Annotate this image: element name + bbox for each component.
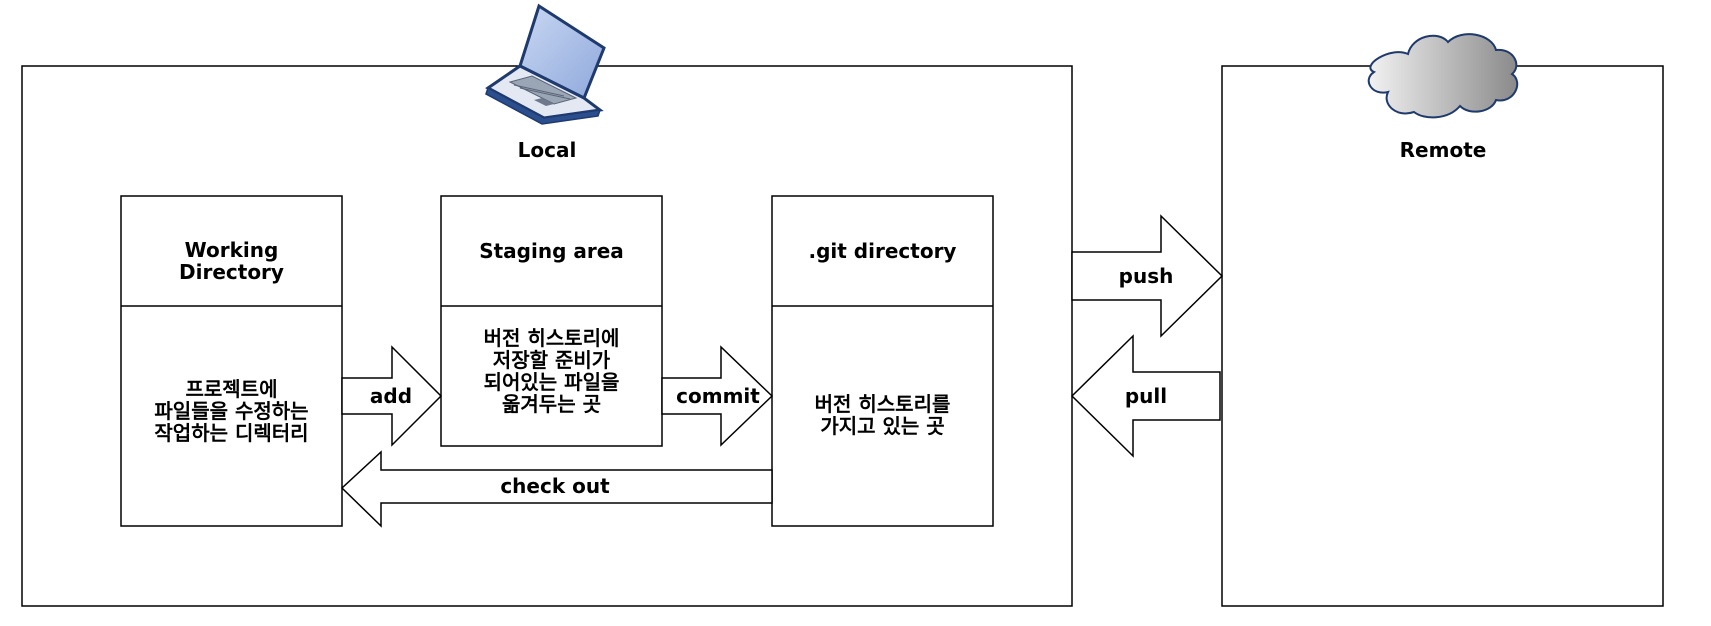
local-label: Local [517,138,577,162]
git-directory-title: .git directory [808,239,957,263]
laptop-icon [485,3,606,125]
checkout-arrow [340,450,773,528]
push-label: push [1118,264,1174,288]
git-directory-box [771,195,994,527]
add-arrow [341,345,443,447]
commit-arrow [661,345,774,447]
checkout-label: check out [500,474,610,498]
staging-area-box [440,195,663,447]
working-directory-title: Working Directory [179,238,284,284]
add-label: add [369,384,413,408]
pull-arrow [1070,334,1221,458]
pull-label: pull [1124,384,1168,408]
cloud-icon [1367,33,1519,119]
commit-label: commit [676,384,760,408]
staging-area-title: Staging area [479,239,624,263]
push-arrow [1071,214,1224,338]
staging-area-description: 버전 히스토리에 저장할 준비가 되어있는 파일을 옮겨두는 곳 [483,326,620,416]
working-directory-box [120,195,343,527]
remote-container [1221,65,1664,607]
working-directory-description: 프로젝트에 파일들을 수정하는 작업하는 디렉터리 [154,377,309,445]
remote-label: Remote [1399,138,1487,162]
git-directory-description: 버전 히스토리를 가지고 있는 곳 [814,392,951,438]
